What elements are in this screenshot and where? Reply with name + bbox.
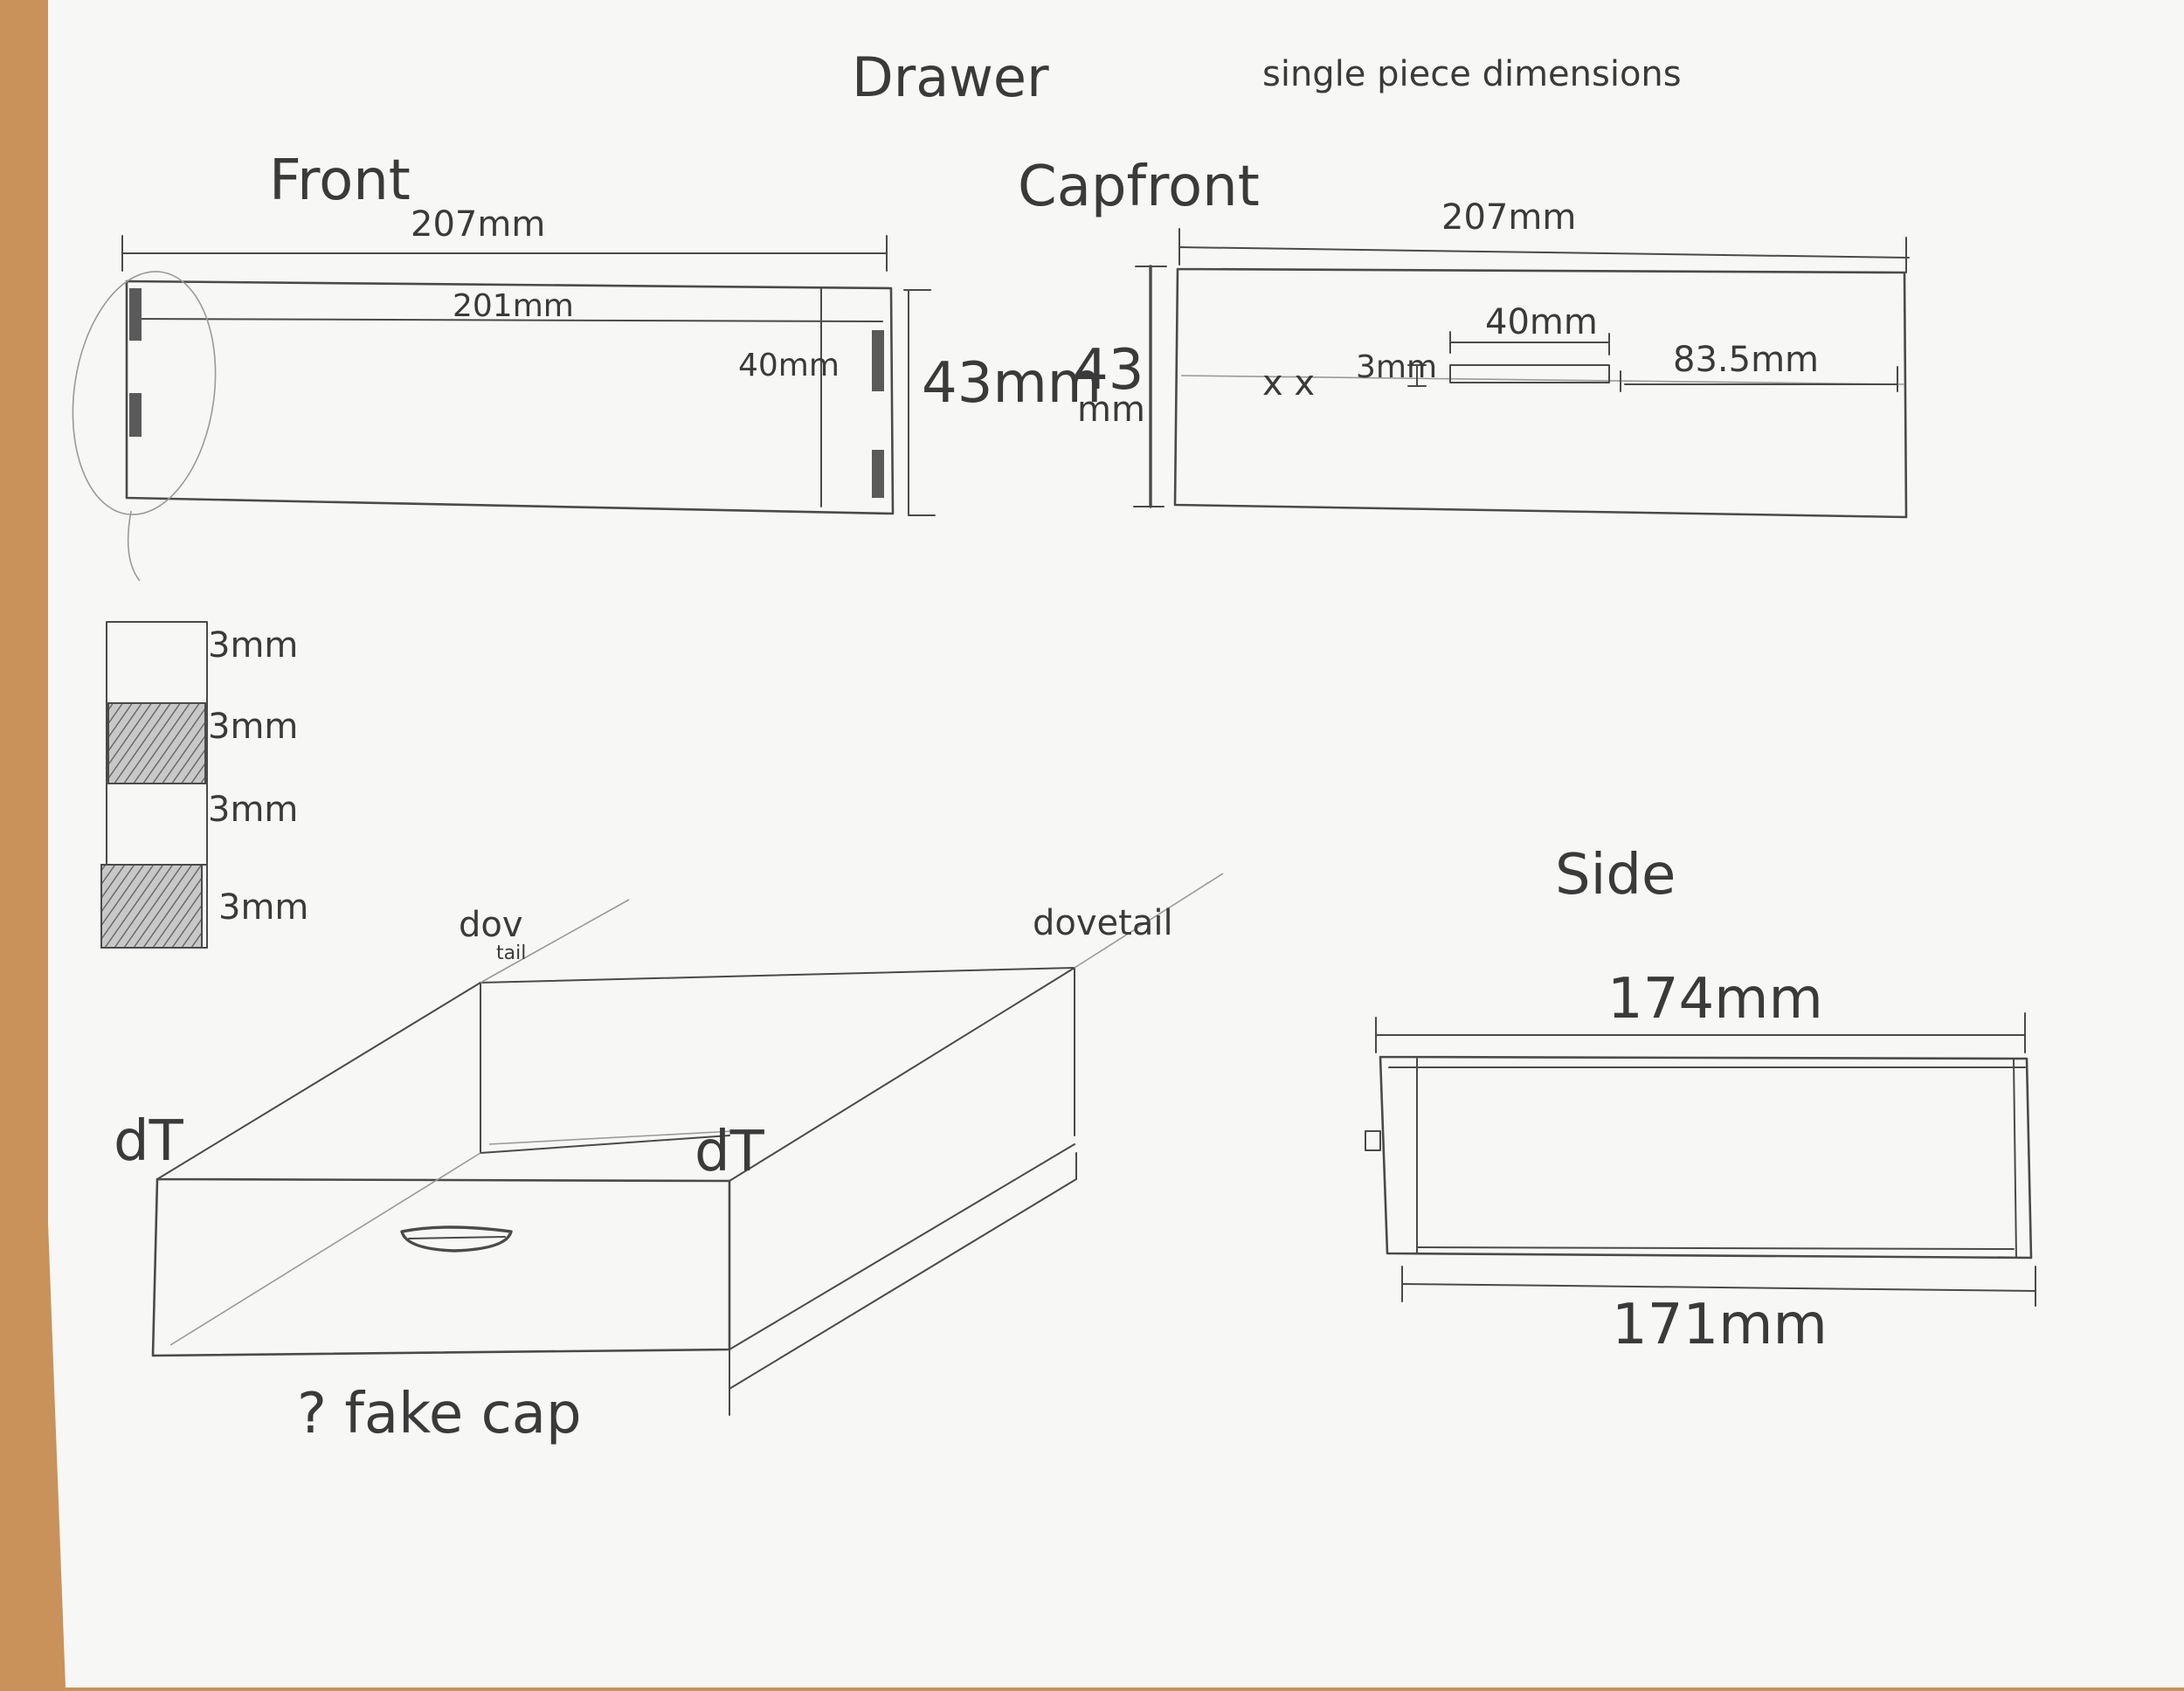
iso-dovetail-top: dov [459, 905, 523, 945]
sheet-title: Drawer [852, 45, 1049, 109]
layer-4-label: 3mm [218, 887, 308, 928]
sheet-subtitle: single piece dimensions [1262, 54, 1682, 94]
capfront-height-unit: mm [1077, 390, 1145, 430]
capfront-width: 207mm [1441, 197, 1576, 238]
iso-fake-cap: ? fake cap [297, 1382, 582, 1446]
side-label: Side [1555, 843, 1676, 908]
iso-dt-left: dT [114, 1109, 184, 1174]
paper [48, 0, 2184, 1688]
side-width-bottom: 171mm [1612, 1293, 1828, 1357]
iso-dovetail-tail: tail [496, 942, 526, 964]
layer-1-label: 3mm [208, 625, 298, 666]
front-view: Front 207mm 201mm 40mm 43mm [72, 148, 1102, 582]
capfront-view: Capfront 207mm 43 mm x x 40mm 3mm 83.5mm [1018, 155, 1910, 519]
front-label: Front [269, 148, 411, 213]
capfront-height-num: 43 [1073, 338, 1144, 403]
front-height-outer: 43mm [922, 351, 1102, 416]
capfront-handle-width: 40mm [1485, 302, 1598, 342]
front-width-top: 207mm [411, 204, 545, 245]
capfront-label: Capfront [1018, 155, 1260, 219]
capfront-offset: 83.5mm [1673, 340, 1819, 380]
capfront-handle-height: 3mm [1356, 349, 1437, 385]
iso-dovetail-right: dovetail [1033, 903, 1173, 943]
layer-detail: 3mm 3mm 3mm 3mm [100, 621, 308, 949]
layer-2-label: 3mm [208, 707, 298, 747]
isometric-drawer: dov tail dovetail dT dT ? fake cap [114, 873, 1224, 1446]
capfront-marks: x x [1262, 363, 1315, 404]
side-view: Side 174mm 171mm [1365, 843, 2036, 1357]
front-height-inner: 40mm [738, 348, 840, 383]
front-width-inner: 201mm [453, 288, 574, 324]
iso-dt-right: dT [695, 1120, 765, 1184]
side-width-top: 174mm [1607, 967, 1823, 1032]
layer-3-label: 3mm [208, 790, 298, 830]
